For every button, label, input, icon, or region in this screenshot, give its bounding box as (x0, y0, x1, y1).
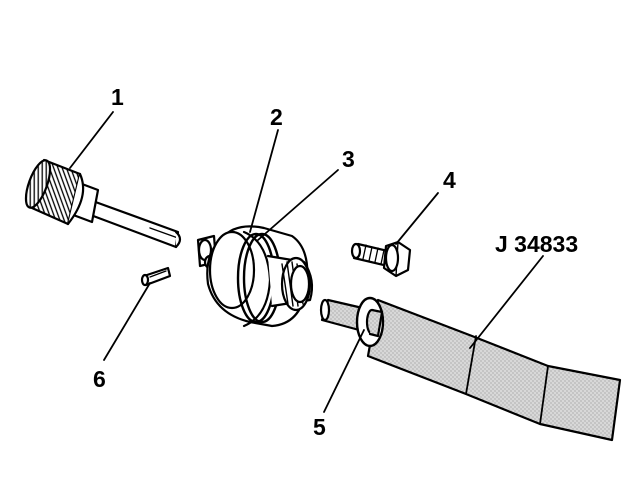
washer (355, 296, 385, 348)
speedometer-sleeve (196, 225, 314, 328)
leader-line-6 (103, 282, 151, 361)
callout-1: 1 (111, 84, 124, 110)
leader-line-3 (257, 169, 339, 241)
leader-line-2 (249, 129, 279, 233)
leader-line-tool (469, 255, 544, 349)
roll-pin (140, 266, 172, 287)
callout-6: 6 (93, 366, 106, 392)
callout-4: 4 (443, 167, 456, 193)
callout-tool: J 34833 (495, 231, 579, 257)
retaining-bolt (350, 240, 412, 278)
leader-line-1 (69, 111, 114, 169)
leader-line-4 (395, 192, 439, 245)
callout-5: 5 (313, 414, 326, 440)
leader-lines (69, 111, 544, 413)
leader-line-5 (323, 329, 365, 413)
callout-2: 2 (270, 104, 283, 130)
callout-3: 3 (342, 146, 355, 172)
driven-gear-shaft (24, 158, 182, 249)
